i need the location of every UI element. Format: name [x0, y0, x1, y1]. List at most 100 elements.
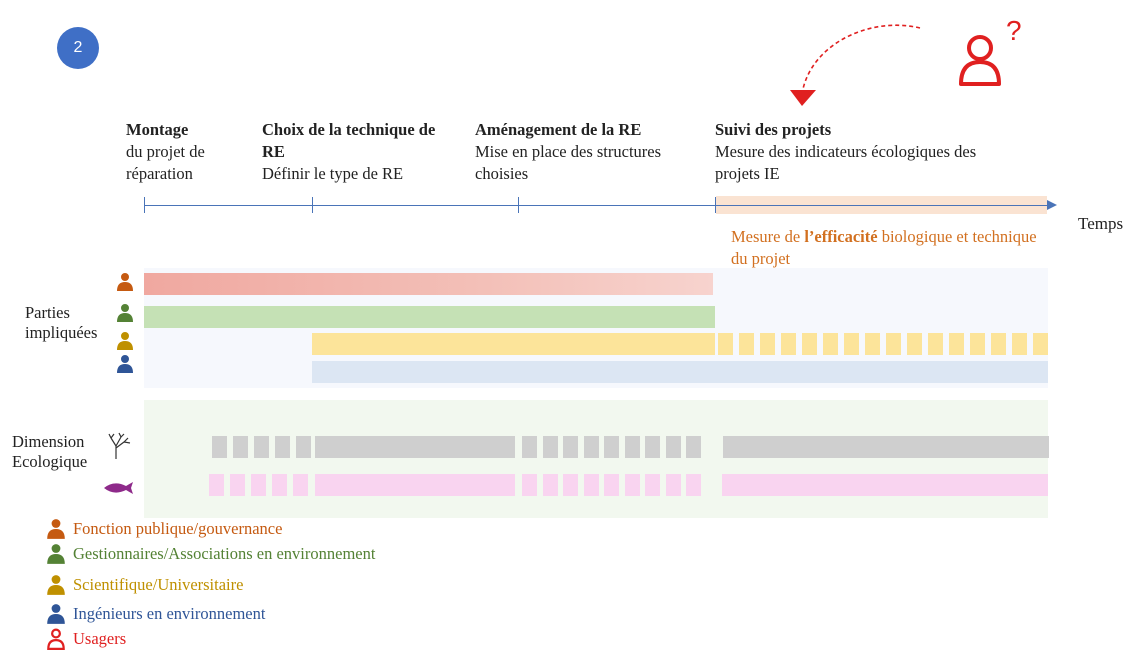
legend-label: Fonction publique/gouvernance	[73, 519, 283, 538]
phase-choix: Choix de la technique de RE Définir le t…	[262, 119, 462, 185]
person-icon	[47, 519, 65, 539]
eco-panel	[144, 400, 1048, 518]
parties-label: Parties impliquées	[25, 303, 98, 342]
gray-segment	[645, 436, 660, 458]
efficacite-note: Mesure de l’efficacité biologique et tec…	[731, 226, 1041, 270]
axis-label: Temps	[1078, 214, 1124, 233]
pink-segment	[272, 474, 287, 496]
svg-text:?: ?	[1006, 15, 1022, 46]
person-icon	[47, 604, 65, 624]
pink-segment	[230, 474, 245, 496]
pink-segment	[665, 474, 681, 496]
gray-bar	[315, 436, 515, 458]
pink-segment	[251, 474, 266, 496]
suivi-segment	[907, 333, 922, 355]
phase-suivi: Suivi des projets Mesure des indicateurs…	[715, 119, 1015, 185]
phase-desc: Mise en place des structures choisies	[475, 142, 662, 183]
legend-label: Ingénieurs en environnement	[73, 604, 266, 623]
bar-scientifique-suivi	[718, 333, 1048, 355]
pink-segment	[542, 474, 558, 496]
gray-segment	[542, 436, 558, 458]
gray-segment	[254, 436, 269, 458]
efficacite-post: biologique et technique du projet	[731, 227, 1037, 268]
legend-fonction-publique: Fonction publique/gouvernance	[47, 518, 282, 540]
timeline-axis	[144, 205, 1049, 206]
dimension-label: Dimension Ecologique	[12, 432, 88, 471]
gray-segment	[604, 436, 619, 458]
bar-ingenieurs	[312, 361, 1048, 383]
suivi-segment	[1012, 333, 1027, 355]
pink-segment	[293, 474, 308, 496]
legend-ingenieurs: Ingénieurs en environnement	[47, 603, 265, 625]
gray-segment	[275, 436, 290, 458]
pink-segment	[624, 474, 640, 496]
pink-segment	[583, 474, 599, 496]
legend-label: Gestionnaires/Associations en environnem…	[73, 544, 376, 563]
pink-bar	[315, 474, 515, 496]
pink-segment	[686, 474, 701, 496]
suivi-segment	[718, 333, 733, 355]
bar-gestionnaires	[144, 306, 715, 328]
phase-desc: Définir le type de RE	[262, 164, 404, 183]
pink-segment	[522, 474, 537, 496]
gray-segment	[212, 436, 227, 458]
suivi-segment	[928, 333, 943, 355]
person-icon	[117, 273, 133, 291]
pink-segment	[563, 474, 578, 496]
gray-segment	[233, 436, 248, 458]
timeline-tick	[715, 197, 716, 213]
legend-label: Scientifique/Universitaire	[73, 575, 244, 594]
suivi-segment	[781, 333, 796, 355]
user-outline-icon	[47, 628, 65, 650]
phase-amenagement: Aménagement de la RE Mise en place des s…	[475, 119, 685, 185]
efficacite-bold: l’efficacité	[804, 227, 878, 246]
legend-usagers: Usagers	[47, 628, 126, 650]
phase-desc: du projet de réparation	[126, 142, 205, 183]
person-icon	[117, 355, 133, 373]
bar-scientifique	[312, 333, 715, 355]
pink-segment	[209, 474, 224, 496]
suivi-segment	[802, 333, 817, 355]
gray-segment	[624, 436, 640, 458]
plant-icon	[108, 432, 131, 459]
gray-segment	[686, 436, 701, 458]
phase-title: Choix de la technique de RE	[262, 120, 436, 161]
person-icon	[47, 544, 65, 564]
legend-scientifique: Scientifique/Universitaire	[47, 574, 243, 596]
gray-segment	[522, 436, 537, 458]
timeline-arrowhead	[1047, 200, 1057, 210]
suivi-segment	[991, 333, 1006, 355]
suivi-segment	[886, 333, 901, 355]
person-icon	[117, 304, 133, 322]
person-icon	[117, 332, 133, 350]
legend-label: Usagers	[73, 629, 127, 648]
person-icon	[47, 575, 65, 595]
gray-segment	[296, 436, 311, 458]
suivi-segment	[949, 333, 964, 355]
fish-icon	[104, 482, 133, 494]
pink-segment	[604, 474, 619, 496]
question-user-icon: ?	[790, 15, 1022, 106]
phase-title: Montage	[126, 120, 189, 139]
suivi-segment	[1033, 333, 1048, 355]
suivi-segment	[760, 333, 775, 355]
pink-segment	[645, 474, 660, 496]
gray-bar	[723, 436, 1049, 458]
timeline-tick	[518, 197, 519, 213]
step-badge: 2	[57, 27, 99, 69]
pink-bar	[722, 474, 1048, 496]
suivi-segment	[844, 333, 859, 355]
gray-segment	[583, 436, 599, 458]
gray-segment	[563, 436, 578, 458]
phase-title: Aménagement de la RE	[475, 120, 642, 139]
bar-fonction-publique	[144, 273, 713, 295]
timeline-tick	[312, 197, 313, 213]
phase-desc: Mesure des indicateurs écologiques des p…	[715, 142, 977, 183]
suivi-segment	[823, 333, 838, 355]
suivi-segment	[970, 333, 985, 355]
suivi-segment	[739, 333, 754, 355]
suivi-segment	[865, 333, 880, 355]
efficacite-pre: Mesure de	[731, 227, 805, 246]
legend-gestionnaires: Gestionnaires/Associations en environnem…	[47, 543, 375, 565]
